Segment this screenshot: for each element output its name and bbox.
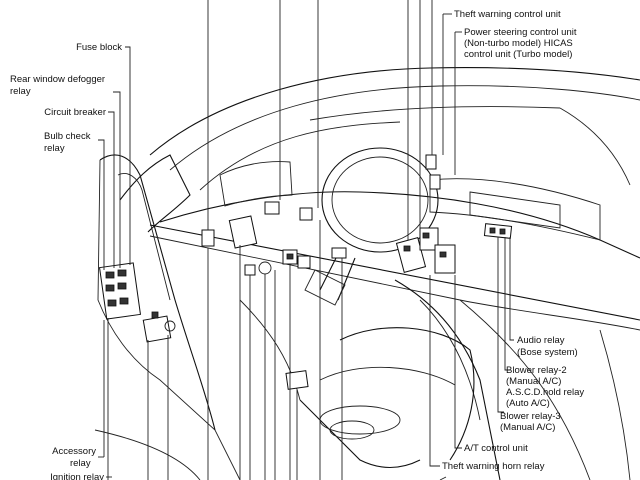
door-frame-outer	[99, 154, 216, 431]
theft-warning-unit-part	[425, 154, 437, 170]
power-steering-unit-part	[429, 174, 441, 190]
tunnel-line	[459, 299, 591, 480]
label-rear-defogger-2: relay	[10, 86, 31, 97]
fuse-block-part	[98, 262, 142, 320]
control-box	[228, 215, 258, 249]
label-bulb-check-2: relay	[44, 143, 65, 154]
floor-hump	[319, 405, 401, 435]
small-relay-1	[201, 229, 215, 247]
label-bulb-check-1: Bulb check	[44, 131, 91, 142]
small-relay-5	[331, 247, 347, 259]
components	[98, 154, 513, 390]
seat-cushion	[319, 366, 456, 386]
label-ignition-relay: Ignition relay	[50, 472, 104, 480]
windshield-right	[559, 107, 631, 186]
label-audio-relay-1: Audio relay	[517, 335, 565, 346]
windshield-frame	[199, 121, 401, 191]
dashboard-lower-edge	[149, 235, 640, 331]
label-blower-relay2-1: Blower relay-2	[506, 365, 567, 376]
label-blower-relay2-4: (Auto A/C)	[506, 398, 550, 409]
kick-panel	[97, 159, 241, 480]
seat-back	[339, 327, 475, 461]
label-fuse-block: Fuse block	[76, 42, 122, 53]
relay-cluster-center	[258, 249, 311, 275]
label-power-steering-3: control unit (Turbo model)	[464, 49, 572, 60]
audio-relay-part	[483, 223, 513, 239]
dash-panel-right	[429, 178, 601, 241]
labels: Theft warning control unit Power steerin…	[10, 9, 584, 480]
seat-lower	[299, 399, 421, 468]
label-accessory-relay-2: relay	[70, 458, 91, 469]
small-relay-3	[299, 207, 313, 221]
roof-curve	[149, 67, 640, 156]
label-at-control-unit: A/T control unit	[464, 443, 528, 454]
dash-vent-left	[219, 161, 293, 207]
steering-wheel-inner	[331, 156, 429, 244]
accessory-relay-part	[142, 311, 176, 343]
small-relay-2	[264, 201, 280, 215]
label-blower-relay3-2: (Manual A/C)	[500, 422, 555, 433]
label-blower-relay3-1: Blower relay-3	[500, 411, 561, 422]
label-theft-horn-relay: Theft warning horn relay	[442, 461, 545, 472]
windshield-top	[309, 106, 561, 121]
dash-panel-detail	[469, 191, 561, 229]
lower-bracket-relay	[285, 370, 309, 390]
label-blower-relay2-3: A.S.C.D.hold relay	[506, 387, 584, 398]
label-theft-warning-control-unit: Theft warning control unit	[454, 9, 561, 20]
dashboard-top	[159, 191, 640, 259]
door-right-line	[599, 329, 631, 480]
column-relays	[395, 227, 456, 274]
label-audio-relay-2: (Bose system)	[517, 347, 578, 358]
small-relay-4	[244, 264, 256, 276]
label-blower-relay2-2: (Manual A/C)	[506, 376, 561, 387]
door-frame-inner	[117, 173, 171, 301]
leader-lines	[98, 0, 514, 480]
label-circuit-breaker: Circuit breaker	[44, 107, 106, 118]
label-power-steering-1: Power steering control unit	[464, 27, 577, 38]
a-pillar	[119, 154, 191, 233]
kick-panel-lower	[94, 429, 201, 480]
floor-hump-2	[329, 420, 375, 440]
roof-inner-curve	[169, 85, 640, 171]
label-rear-defogger-1: Rear window defogger	[10, 74, 105, 85]
center-console	[394, 279, 501, 480]
steering-shroud	[304, 269, 346, 306]
steering-wheel-outer	[321, 147, 439, 253]
dashboard-edge	[149, 224, 640, 321]
label-accessory-relay-1: Accessory	[52, 446, 96, 457]
label-power-steering-2: (Non-turbo model) HICAS	[464, 38, 573, 49]
